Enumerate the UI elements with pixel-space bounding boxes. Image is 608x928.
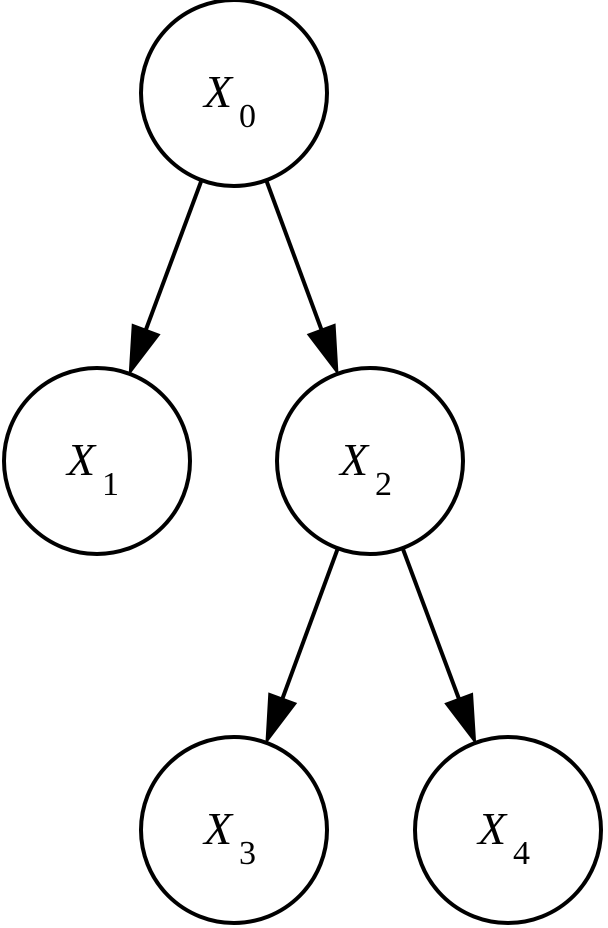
node-subscript: 2 [375,466,392,503]
edge-line [142,179,204,335]
node-circle [275,366,465,556]
node-circle [139,735,329,925]
node-label: X [476,803,508,854]
node-subscript: 4 [513,835,530,872]
node-circle [139,0,329,188]
edges-layer [128,179,477,746]
edge-x2-x4 [400,547,477,746]
node-subscript: 3 [239,835,256,872]
edge-x0-x2 [264,179,339,377]
edge-line [400,547,463,704]
node-label: X [202,803,234,854]
arrowhead-icon [444,692,477,746]
node-subscript: 0 [239,98,256,135]
edge-line [264,179,325,335]
node-label: X [65,434,97,485]
edge-x0-x1 [128,179,204,377]
arrowhead-icon [128,323,161,377]
arrowhead-icon [306,323,339,377]
node-label: X [202,66,234,117]
node-circle [2,366,192,556]
node-label: X [338,434,370,485]
node-circle [413,735,603,925]
arrowhead-icon [265,692,298,746]
edge-x2-x3 [265,547,340,746]
edge-line [279,547,340,704]
node-subscript: 1 [102,466,119,503]
